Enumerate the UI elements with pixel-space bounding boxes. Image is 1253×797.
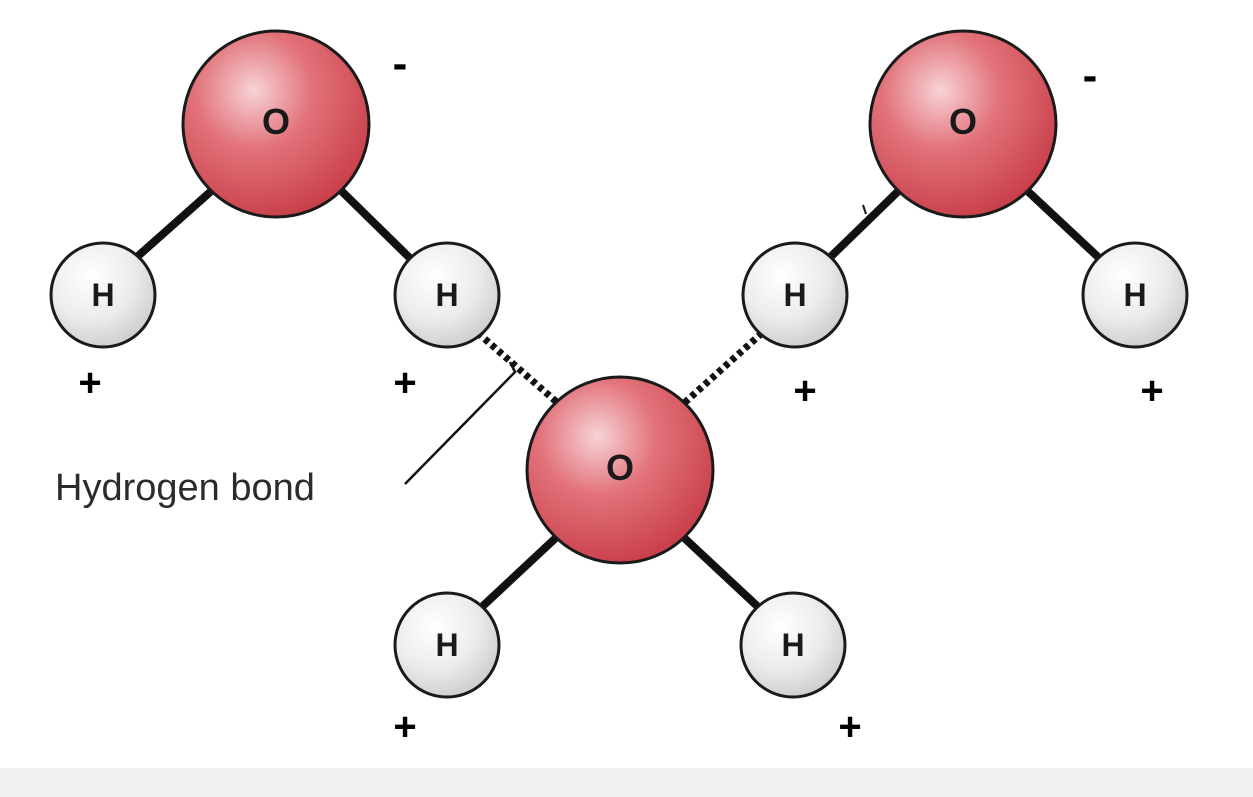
right-bond-tick	[862, 204, 867, 215]
water-molecule-center: O H H	[393, 375, 847, 699]
charge-negative-left: -	[393, 39, 408, 88]
hydrogen-label-left-1: H	[91, 277, 114, 313]
hydrogen-atom-right-1	[741, 241, 849, 349]
oxygen-atom-center	[525, 375, 715, 565]
hydrogen-atom-center-1	[393, 591, 501, 699]
oxygen-label-left: O	[262, 101, 290, 142]
oxygen-atom-left	[181, 29, 371, 219]
hydrogen-atom-center-2	[739, 591, 847, 699]
hydrogen-bond-left	[475, 330, 563, 408]
charge-positive-center-2: +	[838, 705, 861, 749]
charge-positive-left-2: +	[393, 361, 416, 405]
charge-positive-right-1: +	[793, 369, 816, 413]
hydrogen-bond-right	[679, 330, 765, 408]
oxygen-label-right: O	[949, 101, 977, 142]
hydrogen-atom-left-1	[49, 241, 157, 349]
water-molecule-right: O H H	[741, 29, 1189, 349]
charge-positive-left-1: +	[78, 361, 101, 405]
hydrogen-bonds	[475, 330, 765, 408]
hydrogen-label-right-2: H	[1123, 277, 1146, 313]
partial-charges: - - + + + + + +	[78, 39, 1163, 749]
hydrogen-atom-left-2	[393, 241, 501, 349]
hydrogen-label-right-1: H	[783, 277, 806, 313]
charge-negative-right: -	[1083, 51, 1098, 100]
hydrogen-bond-caption: Hydrogen bond	[55, 467, 315, 509]
hydrogen-label-center-1: H	[435, 627, 458, 663]
hydrogen-label-center-2: H	[781, 627, 804, 663]
water-molecule-left: O H H	[49, 29, 501, 349]
oxygen-atom-right	[868, 29, 1058, 219]
charge-positive-center-1: +	[393, 705, 416, 749]
charge-positive-right-2: +	[1140, 369, 1163, 413]
hydrogen-atom-right-2	[1081, 241, 1189, 349]
bottom-band	[0, 768, 1253, 797]
hydrogen-bond-leader-line	[404, 361, 517, 485]
oxygen-label-center: O	[606, 447, 634, 488]
hydrogen-label-left-2: H	[435, 277, 458, 313]
